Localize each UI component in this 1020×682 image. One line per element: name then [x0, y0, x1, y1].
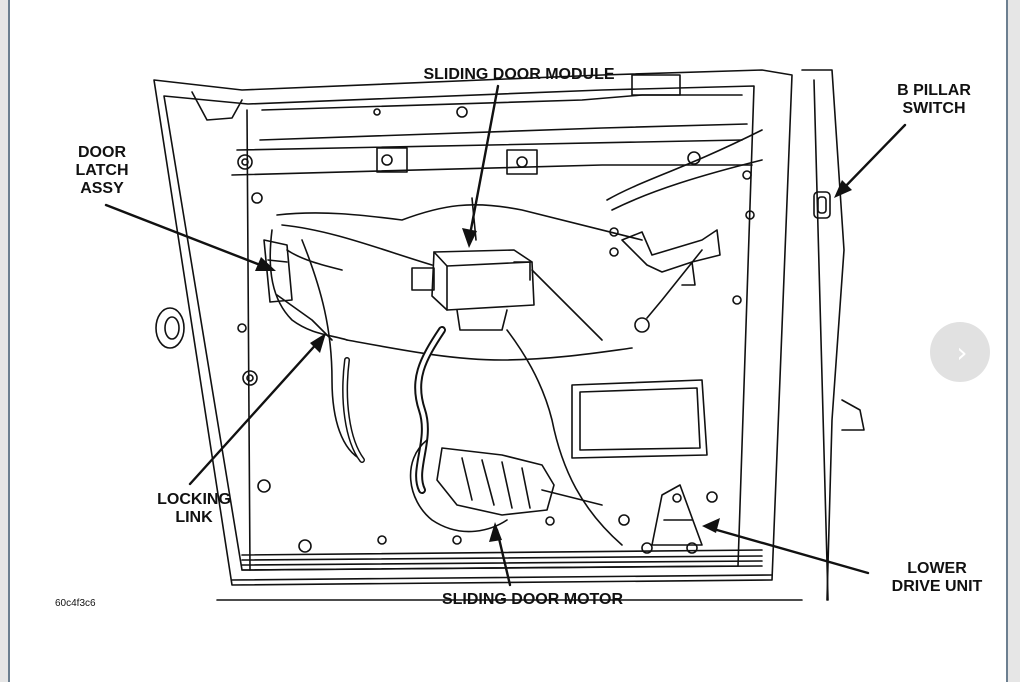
- image-viewer: SLIDING DOOR MODULE B PILLAR SWITCH DOOR…: [8, 0, 1008, 682]
- label-lower-drive-unit: LOWER DRIVE UNIT: [891, 560, 983, 595]
- next-image-button[interactable]: ›: [930, 322, 990, 382]
- label-door-latch-assy: DOOR LATCH ASSY: [75, 144, 129, 197]
- motor-arrowhead: [489, 522, 502, 542]
- b-pillar: [801, 69, 845, 601]
- b-pillar-arrow-line: [838, 123, 907, 194]
- sliding-door-module-shape: [431, 249, 535, 311]
- lower-drive-arrow-line: [708, 526, 870, 575]
- module-arrowhead: [462, 228, 477, 248]
- label-locking-link: LOCKING LINK: [157, 491, 231, 526]
- sliding-door-motor-shape: [436, 447, 555, 516]
- locking-link-arrowhead: [310, 333, 326, 353]
- label-b-pillar-switch: B PILLAR SWITCH: [897, 82, 971, 117]
- locking-link-rod: [276, 294, 333, 341]
- b-pillar-arrowhead: [834, 180, 852, 198]
- figure-code: 60c4f3c6: [55, 598, 96, 609]
- lower-drive-arrowhead: [702, 518, 720, 533]
- latch-arrowhead: [255, 257, 276, 271]
- label-sliding-door-module: SLIDING DOOR MODULE: [423, 66, 615, 83]
- b-pillar-switch-shape: [813, 191, 831, 219]
- door-panel-outline: [153, 69, 793, 586]
- chevron-right-icon: ›: [956, 335, 968, 369]
- door-latch: [263, 239, 293, 303]
- label-sliding-door-motor: SLIDING DOOR MOTOR: [441, 591, 624, 608]
- lower-drive-unit-shape: [651, 484, 703, 546]
- module-arrow-line: [467, 84, 500, 242]
- latch-arrow-line: [104, 203, 270, 270]
- locking-link-arrow-line: [188, 338, 322, 486]
